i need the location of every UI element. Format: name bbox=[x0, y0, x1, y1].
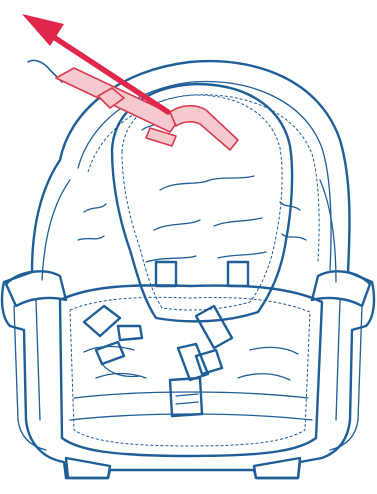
shoulder-strap bbox=[28, 60, 238, 150]
back-wrinkles bbox=[78, 202, 306, 240]
harness bbox=[84, 306, 232, 416]
